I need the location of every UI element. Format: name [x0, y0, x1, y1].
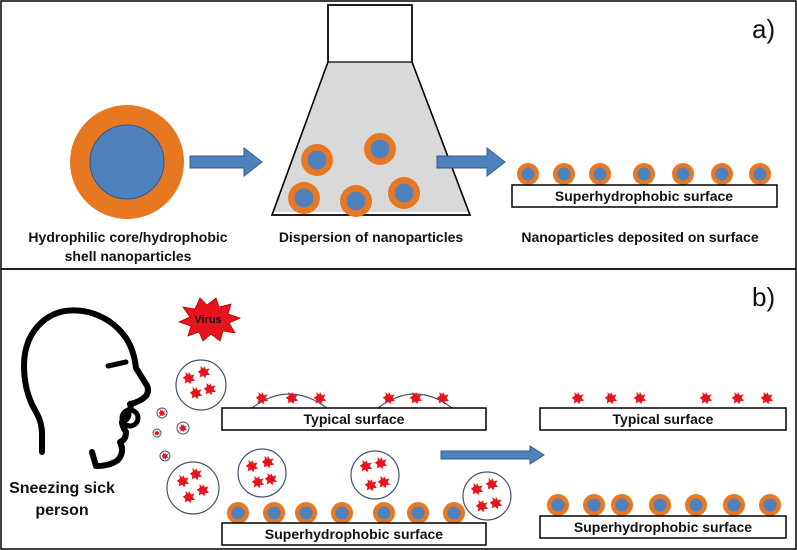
caption-core-shell-1: Hydrophilic core/hydrophobic	[28, 229, 227, 245]
core-shell-nanoparticle	[70, 105, 184, 219]
nanoparticles-b-left	[227, 502, 465, 524]
caption-dispersion: Dispersion of nanoparticles	[279, 229, 464, 245]
typical-surface-left	[221, 407, 487, 431]
virus-burst-icon: Virus	[177, 297, 242, 342]
typical-surface-left-label: Typical surface	[304, 411, 405, 427]
typical-surface-right	[539, 407, 787, 431]
nanoparticles-b-right	[547, 494, 781, 516]
erlenmeyer-flask	[270, 4, 472, 217]
sh-surface-left	[221, 522, 487, 546]
droplets-small	[152, 407, 190, 462]
virus-label: Virus	[194, 314, 221, 326]
sh-surface-left-label: Superhydrophobic surface	[265, 526, 443, 542]
sh-surface-right	[539, 515, 787, 539]
caption-deposited: Nanoparticles deposited on surface	[521, 229, 758, 245]
sh-surface-right-label: Superhydrophobic surface	[574, 519, 752, 535]
panel-b-frame	[0, 268, 797, 550]
panel-b-letter: b)	[752, 282, 775, 312]
arrow-b	[440, 445, 545, 465]
droplet-large-upper	[175, 359, 227, 411]
arrow-a1	[189, 146, 263, 178]
typical-surface-right-label: Typical surface	[613, 411, 714, 427]
caption-core-shell-2: shell nanoparticles	[65, 248, 192, 264]
bouncing-droplets	[237, 448, 512, 521]
surface-a	[511, 184, 778, 208]
panel-a-letter: a)	[752, 14, 775, 44]
person-label-1: Sneezing sick	[9, 480, 115, 497]
surface-a-label: Superhydrophobic surface	[555, 188, 733, 204]
residual-viruses-right	[571, 392, 773, 405]
deposited-nanoparticles	[517, 163, 771, 185]
sneezing-head-icon	[21, 307, 151, 469]
spread-droplets-left	[251, 392, 453, 409]
person-label-2: person	[35, 502, 88, 519]
droplet-large-lower	[166, 461, 220, 515]
arrow-a2	[436, 146, 506, 178]
